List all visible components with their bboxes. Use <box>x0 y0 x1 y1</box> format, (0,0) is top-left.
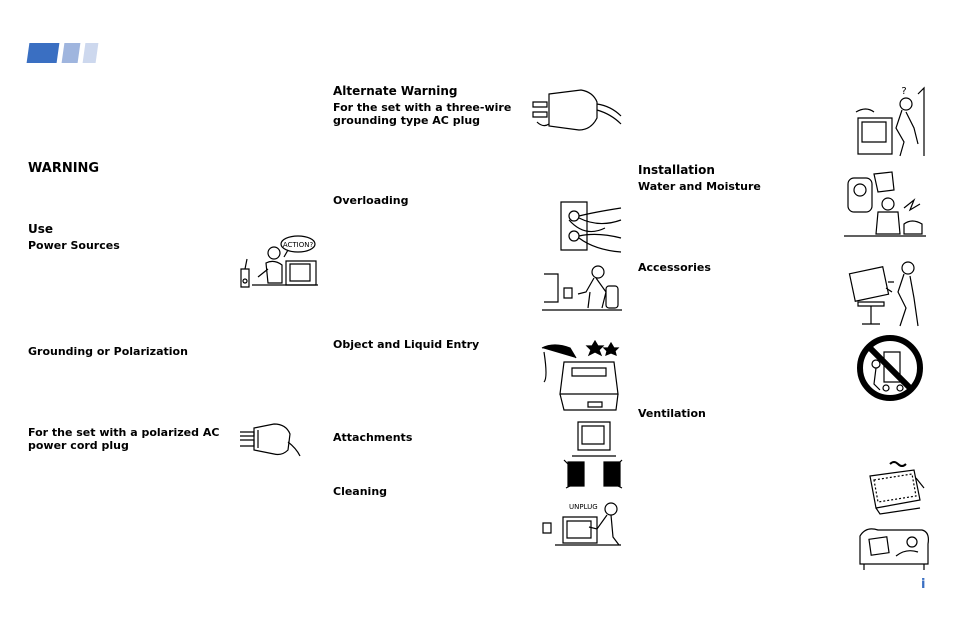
installation-heading: Installation <box>638 163 715 177</box>
prohibited-cart-illustration <box>854 334 926 404</box>
page-number: i <box>921 577 926 592</box>
tv-speech-bubble-text: ACTION? <box>283 241 314 249</box>
ventilation-heading: Ventilation <box>638 407 706 420</box>
cleaning-heading: Cleaning <box>333 485 388 498</box>
object-liquid-heading: Object and Liquid Entry <box>333 338 480 351</box>
header-tab-dark <box>26 43 60 63</box>
grounding-heading: Grounding or Polarization <box>28 345 188 358</box>
person-at-outlet-illustration <box>540 262 624 314</box>
question-mark: ? <box>901 86 906 97</box>
installation-person-illustration: ? <box>852 84 928 160</box>
warning-heading: WARNING <box>28 161 100 176</box>
use-heading: Use <box>28 222 54 236</box>
polarized-plug-illustration <box>238 420 302 460</box>
overloaded-outlet-illustration <box>555 198 623 256</box>
alternate-warning-heading: Alternate Warning <box>333 84 458 98</box>
unplug-label: UNPLUG <box>569 503 598 511</box>
three-wire-plug-illustration <box>531 84 623 136</box>
ventilation-sofa-illustration <box>856 522 930 572</box>
header-tab-light <box>82 43 99 63</box>
water-moisture-heading: Water and Moisture <box>638 180 761 193</box>
accessories-illustration <box>846 258 928 330</box>
power-sources-illustration: ACTION? <box>238 233 322 291</box>
header-tab-mid <box>61 43 81 63</box>
power-sources-heading: Power Sources <box>28 239 120 252</box>
water-moisture-illustration <box>842 168 928 240</box>
object-liquid-illustration <box>540 338 624 418</box>
cleaning-illustration: UNPLUG <box>541 497 623 549</box>
three-wire-plug-heading: For the set with a three-wire grounding … <box>333 101 512 127</box>
accessories-heading: Accessories <box>638 261 711 274</box>
polarized-plug-heading: For the set with a polarized AC power co… <box>28 426 220 452</box>
overloading-heading: Overloading <box>333 194 409 207</box>
attachments-heading: Attachments <box>333 431 413 444</box>
attachments-illustration <box>562 416 626 490</box>
ventilation-tv-illustration <box>860 460 928 516</box>
